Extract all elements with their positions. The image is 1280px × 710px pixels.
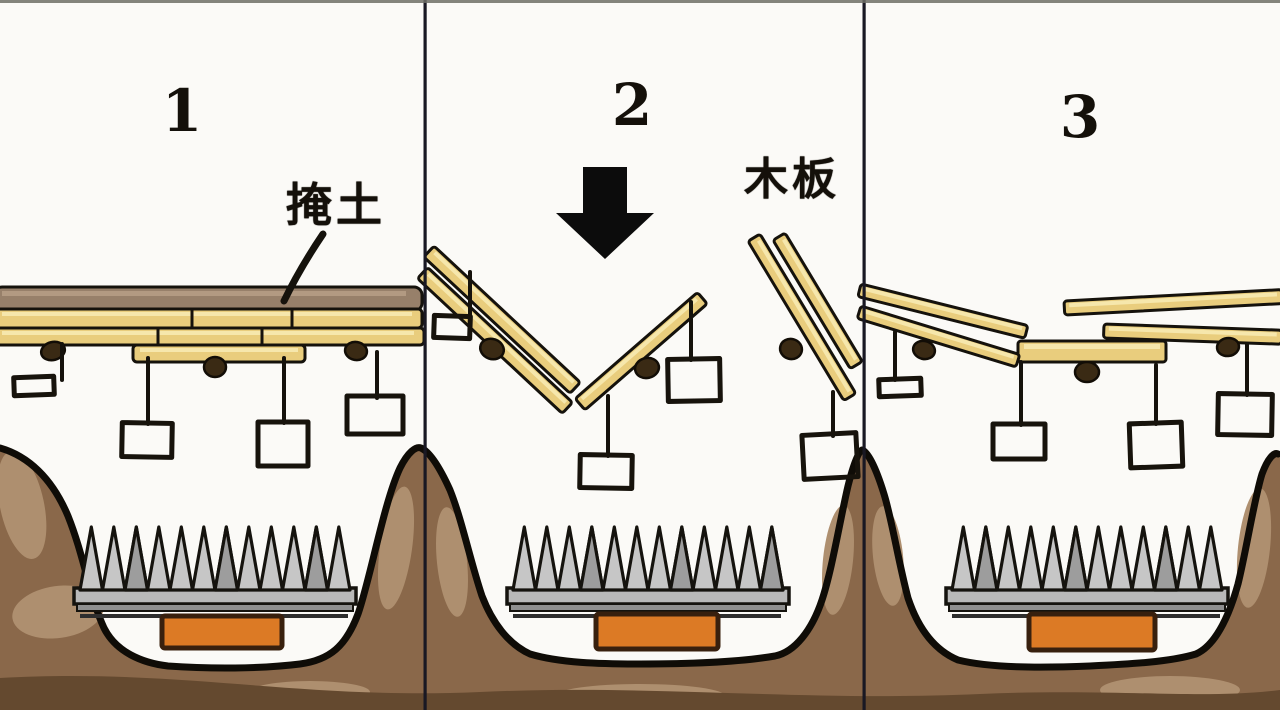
spike-base-shadow — [76, 603, 354, 612]
pit-outline — [0, 444, 1280, 672]
spike-row-panel-2 — [505, 525, 791, 618]
down-arrow-icon — [556, 167, 654, 259]
weight-box — [11, 373, 57, 399]
trigger-knob — [202, 355, 228, 379]
trigger-knob — [778, 337, 804, 361]
label-pointer-line — [280, 230, 327, 305]
spikes-shaded — [578, 525, 785, 592]
earth-light-patch — [822, 505, 854, 615]
falling-plank-pair-right — [747, 232, 863, 402]
weight-box — [1126, 419, 1186, 471]
soil-highlight — [2, 291, 406, 296]
weight-box — [255, 419, 311, 469]
trigger-knob — [478, 337, 506, 361]
sagging-plank-left-2 — [856, 305, 1021, 368]
falling-plank-middle — [574, 292, 708, 411]
ground-cross-section — [0, 444, 1280, 710]
panel-1-deck — [0, 285, 426, 364]
trigger-knob — [1073, 360, 1101, 384]
spike-row-panel-1 — [72, 525, 358, 618]
weight-box — [344, 393, 406, 437]
panel-1-number: 1 — [161, 77, 203, 145]
weight-box — [577, 452, 635, 491]
falling-plank-pair-left — [417, 245, 581, 414]
trap-box-panel-1 — [159, 613, 285, 651]
trigger-knob — [343, 340, 369, 362]
sagging-plank-right-1 — [1062, 288, 1280, 317]
panel-3-number: 3 — [1059, 83, 1101, 151]
spike-row-panel-3 — [944, 525, 1230, 618]
trap-box-panel-3 — [1026, 611, 1158, 653]
cover-soil-label: 掩土 — [286, 179, 386, 231]
panel-divider-1 — [423, 0, 427, 710]
top-edge-strip — [0, 0, 1280, 3]
spike-base-shadow — [948, 603, 1226, 612]
panel-divider-2 — [862, 0, 866, 710]
plank-highlight — [1024, 344, 1160, 349]
earth-dark-band — [0, 676, 1280, 710]
weight-box — [799, 430, 861, 482]
plank-row-1 — [0, 307, 424, 330]
panel-2-number: 2 — [611, 71, 653, 139]
weight-box — [876, 375, 924, 400]
plank-highlight — [140, 348, 298, 352]
earth-light-patch — [436, 507, 468, 617]
sagging-plank-right-2 — [1102, 322, 1280, 346]
trigger-knob — [39, 340, 67, 362]
spikes — [511, 525, 785, 592]
earth-light-patch — [1236, 488, 1272, 608]
trigger-knob — [633, 356, 661, 380]
spikes-shaded — [123, 525, 330, 592]
wooden-plank-label: 木板 — [744, 155, 840, 204]
weight-box — [990, 421, 1048, 462]
weight-box — [665, 356, 723, 404]
trigger-knob — [1215, 336, 1241, 358]
spike-base-shadow — [509, 603, 787, 612]
weight-box — [1215, 391, 1275, 438]
weight-box — [119, 420, 175, 460]
plank-highlight — [2, 331, 414, 335]
soil-cover-layer — [0, 285, 424, 313]
spikes-shaded — [972, 525, 1179, 592]
plank-highlight — [2, 312, 412, 316]
sagging-plank-left-1 — [856, 283, 1029, 340]
trap-box-panel-2 — [593, 611, 721, 652]
panel-3-sagging-planks — [856, 283, 1280, 471]
weight-box — [431, 312, 473, 342]
panel-1-trigger-weights — [11, 340, 406, 469]
trigger-knob — [911, 339, 937, 361]
earth-light-patch — [0, 451, 47, 559]
panel-2-falling-planks — [417, 232, 863, 491]
